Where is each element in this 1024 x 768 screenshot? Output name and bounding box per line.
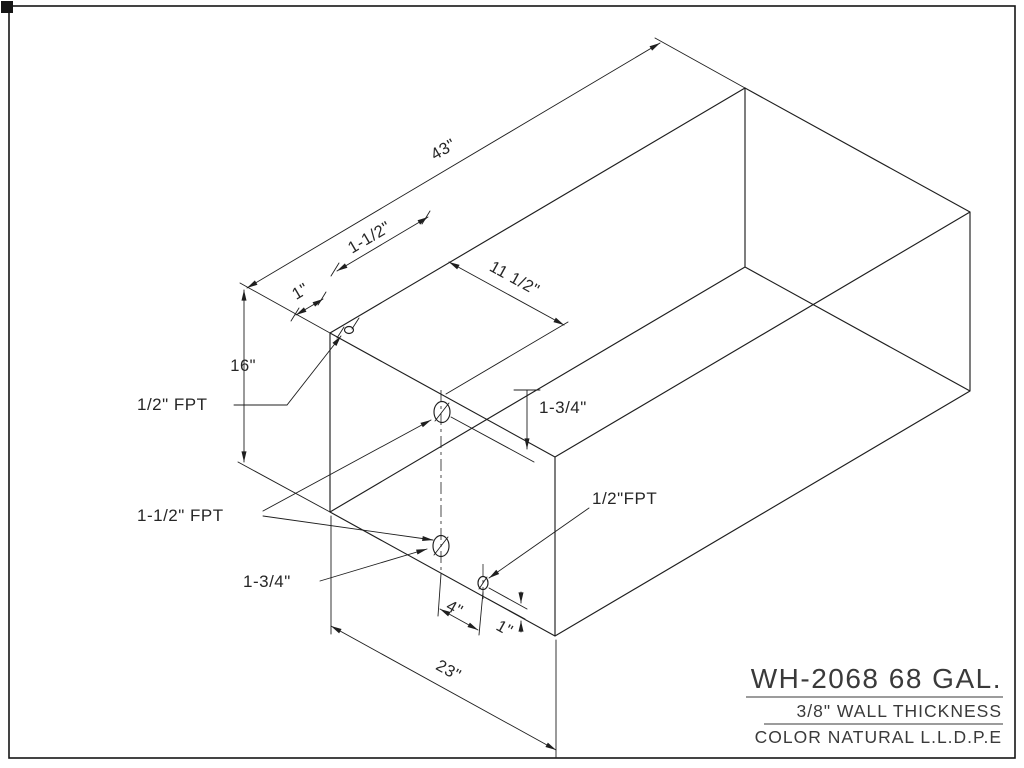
dim-width-label: 23"	[433, 657, 464, 685]
sheet-frame	[1, 1, 1016, 759]
dim-upper-drop: 1-3/4"	[450, 389, 587, 463]
dim-height-label: 16"	[230, 357, 256, 375]
dim-drain-offset-label: 4"	[443, 597, 466, 621]
lower-fitting	[432, 534, 450, 558]
vent-fitting	[336, 317, 360, 339]
main-fpt-label: 1-1/2" FPT	[137, 506, 224, 525]
drain-callout: 1/2"FPT	[488, 489, 657, 579]
upper-fitting	[433, 400, 451, 424]
dim-vent-short-label: 1"	[289, 280, 312, 304]
dim-length: 43"	[239, 37, 746, 334]
lower-note-label: 1-3/4"	[243, 572, 291, 591]
dim-drain-offset: 4"	[437, 573, 484, 636]
main-fpt-callout: 1-1/2" FPT	[137, 419, 434, 542]
dim-drain-height: 1"	[487, 587, 528, 641]
centerlines	[440, 390, 484, 602]
dim-hole-offset: 11 1/2"	[445, 258, 569, 395]
lower-note-callout: 1-3/4"	[243, 548, 428, 591]
tank-wireframe	[329, 87, 971, 637]
title-model: WH-2068 68 GAL.	[751, 663, 1002, 694]
drawing-border	[8, 5, 1016, 759]
dim-upper-drop-label: 1-3/4"	[539, 398, 587, 417]
tank	[329, 87, 971, 637]
drain-label: 1/2"FPT	[592, 489, 657, 508]
vent-callout: 1/2" FPT	[137, 335, 342, 414]
title-block: WH-2068 68 GAL. 3/8" WALL THICKNESS COLO…	[746, 663, 1003, 747]
dim-vent-short: 1"	[289, 280, 327, 322]
dimensions: 43" 16" 1-1/2" 1" 11 1/2"	[230, 37, 746, 758]
dim-vent-long: 1-1/2"	[330, 210, 431, 277]
title-material: COLOR NATURAL L.L.D.P.E	[755, 727, 1002, 747]
dim-drain-height-label: 1"	[493, 617, 516, 641]
dim-height: 16"	[230, 289, 331, 513]
dim-length-label: 43"	[428, 135, 459, 164]
dim-hole-offset-label: 11 1/2"	[486, 258, 542, 300]
drain-fitting	[477, 575, 489, 591]
fittings	[336, 317, 489, 591]
dim-width: 23"	[330, 515, 557, 758]
corner-mark	[1, 1, 13, 13]
leaders: 1/2" FPT 1-1/2" FPT 1-3/4" 1/2"FPT	[137, 335, 657, 591]
title-wall-thickness: 3/8" WALL THICKNESS	[797, 701, 1002, 721]
vent-label: 1/2" FPT	[137, 395, 208, 414]
